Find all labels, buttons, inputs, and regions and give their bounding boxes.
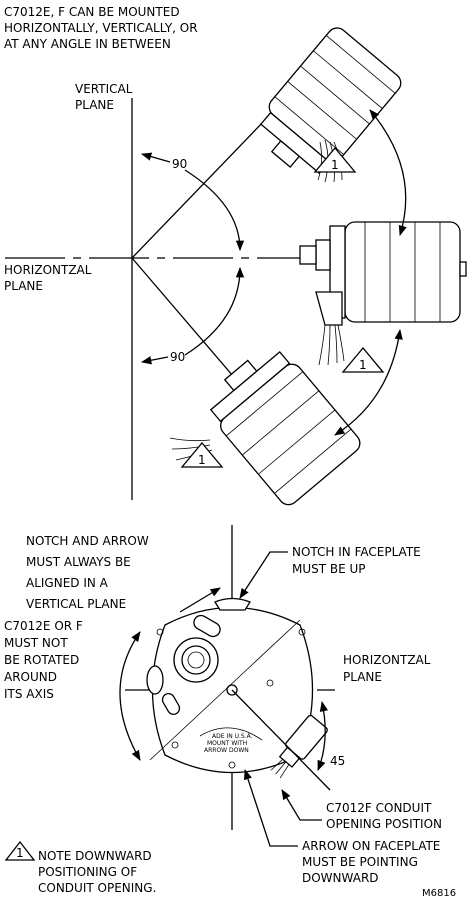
svg-text:1: 1 <box>359 358 367 372</box>
arrow-faceplate-note: ARROW ON FACEPLATE MUST BE POINTING DOWN… <box>302 839 444 885</box>
note-marker-3: 1 <box>180 441 224 468</box>
footnote-marker: 1 <box>4 840 36 861</box>
controller-lower <box>209 350 361 506</box>
note-marker-1: 1 <box>313 146 357 173</box>
top-note: C7012E, F CAN BE MOUNTED HORIZONTALLY, V… <box>4 5 201 51</box>
arc-arrow-upper <box>369 109 407 236</box>
notch-faceplate-note: NOTCH IN FACEPLATE MUST BE UP <box>292 545 425 576</box>
faceplate-text: ADE IN U.S.A. MOUNT WITH ARROW DOWN <box>204 733 254 754</box>
footnote: NOTE DOWNWARD POSITIONING OF CONDUIT OPE… <box>38 849 156 895</box>
svg-text:1: 1 <box>198 453 206 467</box>
angle-lower-label: 90 <box>170 350 185 364</box>
svg-text:1: 1 <box>16 846 24 860</box>
arrow-faceplate-leader <box>243 769 298 847</box>
lower-angle-line <box>131 257 246 391</box>
rotation-arc-arrow <box>119 631 141 761</box>
note-marker-2: 1 <box>341 346 385 373</box>
arc-arrow-lower <box>334 328 403 436</box>
lower-angle-arc <box>184 266 245 356</box>
angle-45-label: 45 <box>330 754 345 768</box>
wires-middle <box>318 324 345 366</box>
upper-angle-arc <box>184 169 245 252</box>
upper-angle-line <box>131 119 266 259</box>
controller-upper <box>259 27 402 174</box>
angle-45-arc <box>317 700 328 771</box>
svg-text:1: 1 <box>331 158 339 172</box>
notch-faceplate-leader <box>239 551 288 599</box>
notch-arrow-note: NOTCH AND ARROW MUST ALWAYS BE ALIGNED I… <box>26 534 153 611</box>
horizontal-plane-label-top: HORIZONTZAL PLANE <box>4 263 95 293</box>
notch-arrow-leader <box>179 587 221 613</box>
figure-id: M6816 <box>422 888 456 899</box>
vertical-plane-label: VERTICAL PLANE <box>75 82 136 112</box>
conduit-note: C7012F CONDUIT OPENING POSITION <box>326 801 442 831</box>
horizontal-plane-label-bottom: HORIZONTZAL PLANE <box>343 653 434 684</box>
no-rotate-note: C7012E OR F MUST NOT BE ROTATED AROUND I… <box>4 619 87 701</box>
controller-middle <box>299 221 467 326</box>
upper-angle-leader <box>141 152 171 163</box>
angle-45-line <box>231 689 331 791</box>
lower-angle-leader <box>140 356 169 365</box>
conduit-note-leader <box>281 789 322 821</box>
angle-upper-label: 90 <box>172 157 187 171</box>
